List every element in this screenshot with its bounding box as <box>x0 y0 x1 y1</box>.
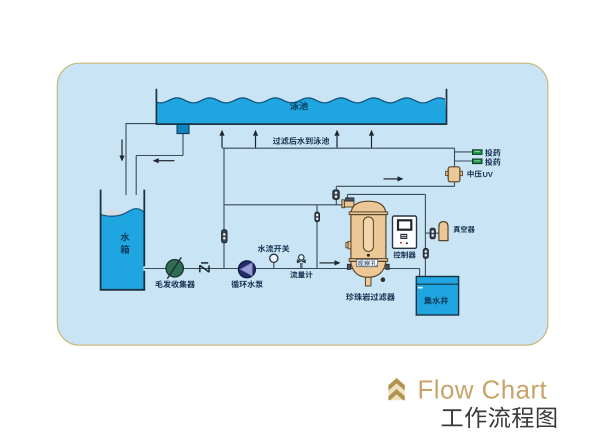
svg-text:Flow Chart: Flow Chart <box>418 377 548 405</box>
svg-text:UV: UV <box>483 170 493 179</box>
